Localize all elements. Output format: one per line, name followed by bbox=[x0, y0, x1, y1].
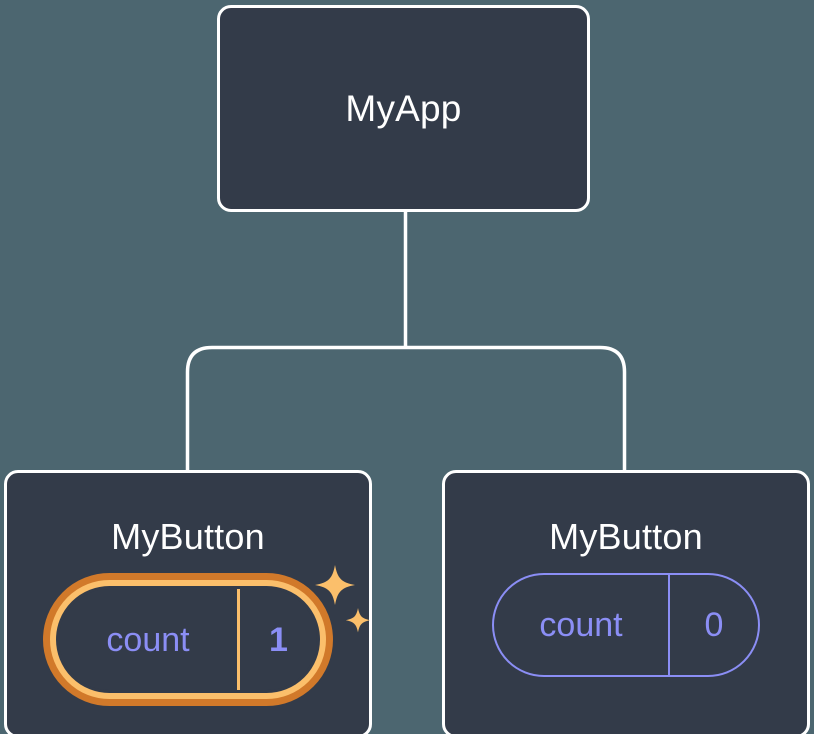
state-key-left: count bbox=[59, 589, 240, 690]
state-pill-right-wrap: count 0 bbox=[492, 573, 760, 677]
node-mybutton-right[interactable]: MyButton count 0 bbox=[442, 470, 810, 734]
state-value-right: 0 bbox=[704, 606, 724, 644]
connector-to-left-child bbox=[185, 345, 406, 470]
state-key-right: count bbox=[494, 575, 670, 675]
node-mybutton-left-title: MyButton bbox=[111, 516, 265, 557]
connector-to-right-child bbox=[405, 345, 627, 470]
state-pill-left-wrap: count 1 bbox=[43, 565, 371, 706]
node-myapp[interactable]: MyApp bbox=[217, 5, 590, 212]
state-pill-left[interactable]: count 1 bbox=[43, 573, 333, 706]
state-value-left: 1 bbox=[269, 620, 288, 659]
node-mybutton-right-title: MyButton bbox=[549, 516, 703, 557]
state-pill-left-inner: count 1 bbox=[56, 586, 320, 693]
node-mybutton-left[interactable]: MyButton count 1 bbox=[4, 470, 372, 734]
state-pill-right[interactable]: count 0 bbox=[492, 573, 760, 677]
node-myapp-title: MyApp bbox=[345, 88, 462, 129]
